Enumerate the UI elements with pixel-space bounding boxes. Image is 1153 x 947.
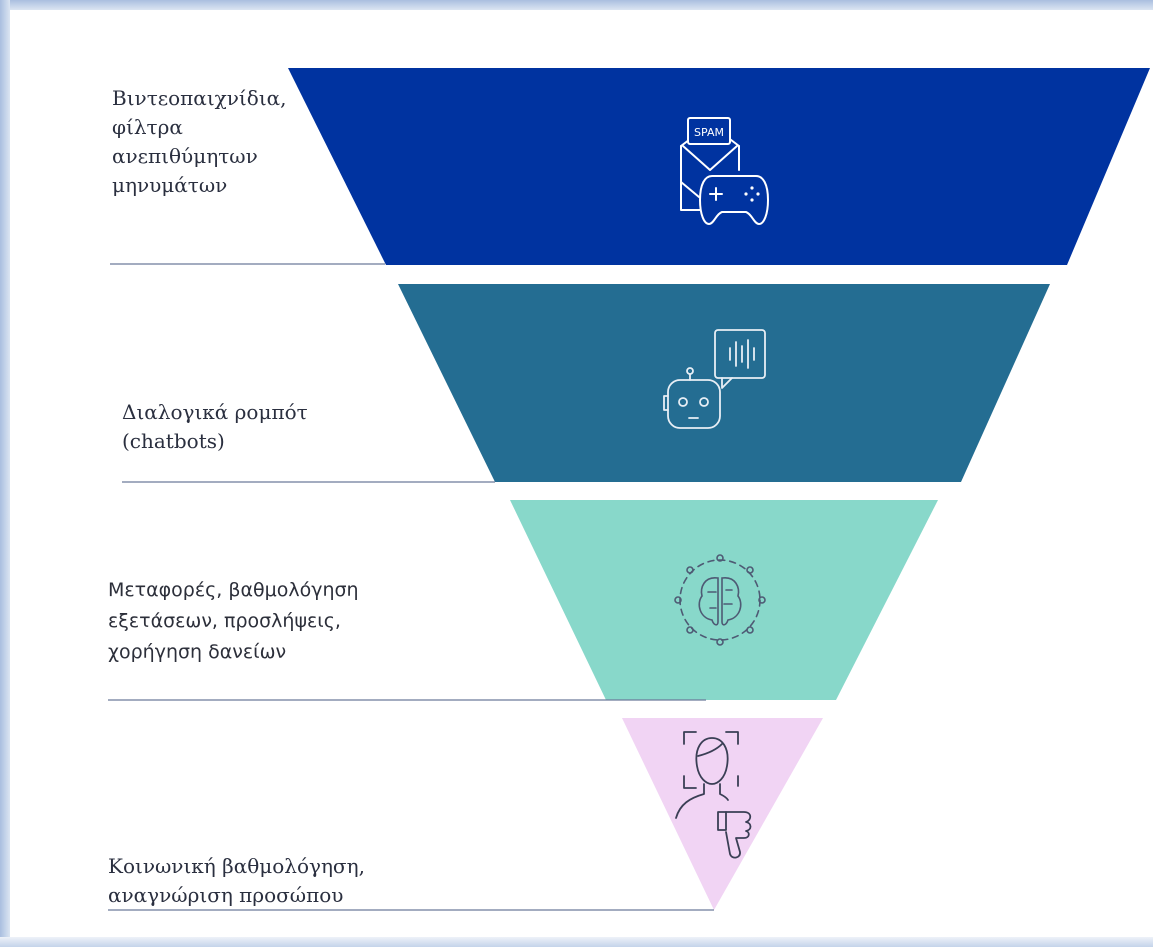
tier-3-label: Μεταφορές, βαθμολόγηση εξετάσεων, προσλή… xyxy=(108,575,359,668)
tier-4-label-line-2: αναγνώριση προσώπου xyxy=(108,883,344,907)
tier-1-label-line-2: φίλτρα xyxy=(112,115,183,139)
spam-envelope-gamepad-icon: SPAM xyxy=(680,117,769,225)
chatbot-robot-icon xyxy=(663,329,766,429)
tier-3-label-line-2: εξετάσεων, προσλήψεις, xyxy=(108,610,341,632)
spam-icon-text: SPAM xyxy=(694,126,724,139)
tier-4-band xyxy=(622,718,823,910)
tier-4-label-line-1: Κοινωνική βαθμολόγηση, xyxy=(108,854,365,878)
tier-2-label: Διαλογικά ρομπότ (chatbots) xyxy=(122,398,308,456)
tier-1-label-line-1: Βιντεοπαιχνίδια, xyxy=(112,86,287,110)
ai-brain-network-icon xyxy=(674,554,766,646)
tier-1-band xyxy=(288,68,1150,265)
tier-3-band xyxy=(510,500,938,700)
tier-2-label-line-1: Διαλογικά ρομπότ xyxy=(122,400,308,424)
face-recognition-thumbs-down-icon xyxy=(675,731,752,859)
tier-1-label-line-4: μηνυμάτων xyxy=(112,173,228,197)
frame-bottom-border xyxy=(0,937,1153,947)
tier-3-label-line-1: Μεταφορές, βαθμολόγηση xyxy=(108,579,359,601)
tier-1-label-line-3: ανεπιθύμητων xyxy=(112,144,258,168)
frame-top-border xyxy=(0,0,1153,10)
tier-2-band xyxy=(398,284,1050,482)
tier-1-label: Βιντεοπαιχνίδια, φίλτρα ανεπιθύμητων μην… xyxy=(112,84,287,200)
tier-3-label-line-3: χορήγηση δανείων xyxy=(108,641,287,663)
tier-4-label: Κοινωνική βαθμολόγηση, αναγνώριση προσώπ… xyxy=(108,852,365,910)
tier-2-label-line-2: (chatbots) xyxy=(122,429,225,453)
frame-left-border xyxy=(0,0,10,947)
